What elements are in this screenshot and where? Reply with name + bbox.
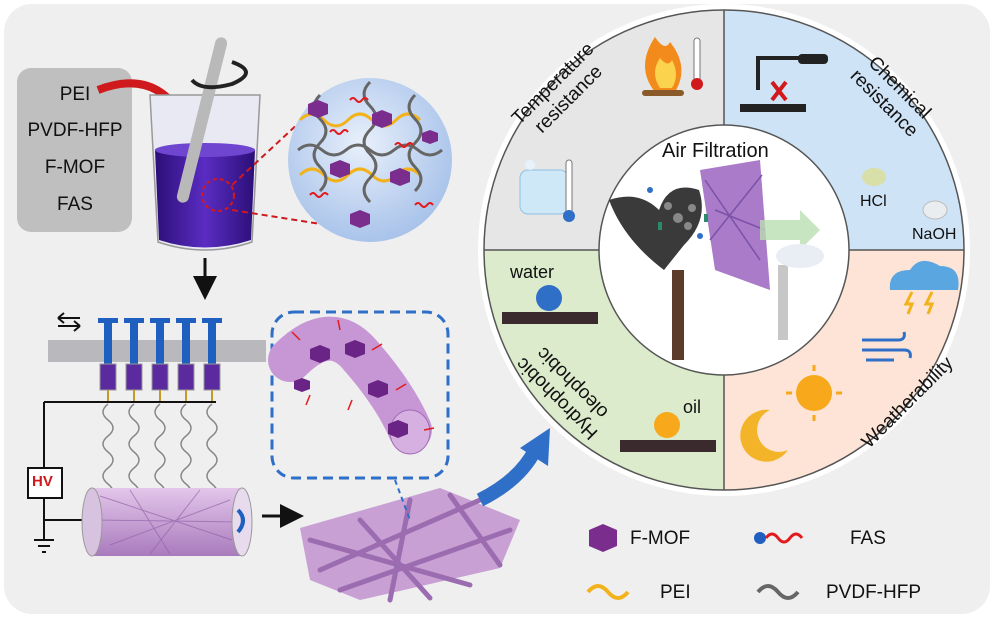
storm-cloud-icon <box>889 260 959 315</box>
legend-pei-label: PEI <box>660 582 691 603</box>
zoom-source-circle <box>201 178 235 212</box>
zoomed-fiber <box>268 316 435 455</box>
thermometer-cold-icon <box>563 159 575 222</box>
membrane-oil <box>620 440 716 452</box>
hcl-droplet-icon <box>862 168 886 186</box>
naoh-label: NaOH <box>912 226 957 243</box>
stirring-arrow <box>190 60 248 90</box>
legend-fas-icon <box>754 532 804 544</box>
hv-box <box>27 467 63 499</box>
center-title: Air Filtration <box>662 140 769 162</box>
flame-icon <box>642 37 684 96</box>
legend-mof-icon <box>589 524 617 552</box>
membrane-water <box>502 312 598 324</box>
component-fas: FAS <box>57 194 93 215</box>
beaker <box>149 94 261 251</box>
thermometer-hot-icon <box>691 37 703 90</box>
sun-icon <box>786 365 842 421</box>
oil-label: oil <box>683 397 702 417</box>
component-f-mof: F-MOF <box>44 157 106 178</box>
dropper-icon <box>740 54 828 112</box>
moon-icon <box>740 409 788 462</box>
fiber-zoom-box <box>270 310 450 480</box>
legend-fas-label: FAS <box>850 528 886 549</box>
fiber-zoom-line <box>394 479 411 521</box>
component-pvdf-hfp: PVDF-HFP <box>27 120 123 141</box>
component-list-box <box>17 68 132 232</box>
water-label: water <box>510 262 555 282</box>
hv-label: HV <box>32 473 53 490</box>
air-filtration-scene <box>609 160 824 360</box>
component-pei: PEI <box>59 84 91 105</box>
legend-mof-label: F-MOF <box>630 528 691 549</box>
legend-pvdf-label: PVDF-HFP <box>826 582 921 603</box>
naoh-droplet-icon <box>922 200 948 220</box>
application-arrowhead <box>520 428 550 466</box>
zoomed-solution <box>288 78 452 242</box>
legend-pvdf-icon <box>756 584 800 600</box>
stir-rod <box>176 37 228 203</box>
fiber-mat <box>300 488 520 603</box>
electrospinning-setup <box>27 312 266 557</box>
wind-icon <box>862 331 912 362</box>
oil-droplet-icon <box>654 412 680 438</box>
water-droplet-icon <box>536 285 562 311</box>
hcl-label: HCl <box>860 193 887 210</box>
legend-pei-icon <box>586 584 630 600</box>
